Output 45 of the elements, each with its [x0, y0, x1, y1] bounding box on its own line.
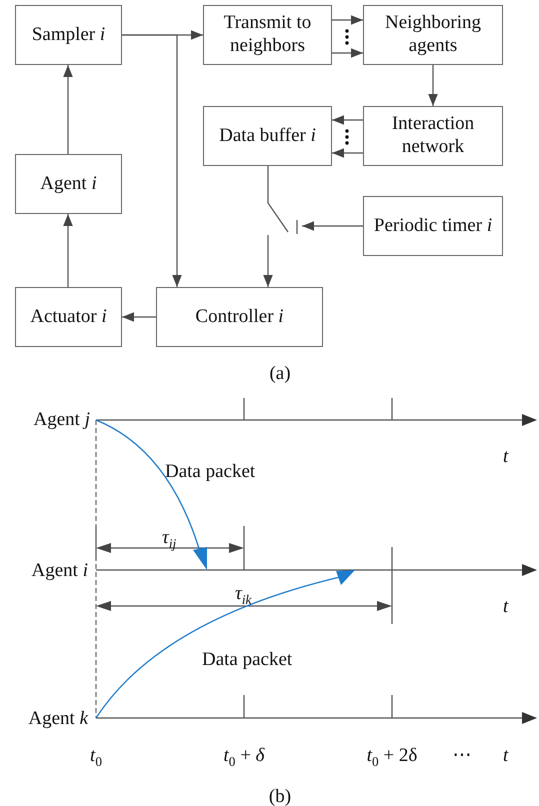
box-label: Actuator i [30, 306, 107, 328]
axis-label: Agent j [34, 410, 90, 429]
arrow [428, 65, 438, 106]
process-box [363, 196, 503, 256]
arrow [263, 235, 273, 287]
arrow [302, 221, 363, 231]
process-box [363, 106, 503, 166]
box-label: Interaction network [390, 113, 476, 159]
axis-label: τ$_{ij}$ [162, 528, 176, 550]
box-label: Data buffer i [219, 124, 316, 148]
process-box [156, 287, 323, 347]
process-box [203, 106, 332, 166]
axis-label: t$_{0}$ [90, 746, 102, 768]
axis-label: t$_{0}$ + δ [224, 746, 264, 768]
arrow [122, 312, 156, 322]
process-box [203, 5, 332, 65]
axis-label: t [503, 746, 508, 765]
axis-label: τ$_{ik}$ [235, 584, 252, 606]
arrow [332, 115, 363, 125]
box-label: Transmit to neighbors [222, 12, 312, 58]
axis-label: ⋯ [452, 746, 472, 765]
box-label: Neighboring agents [384, 12, 482, 58]
arrow [332, 48, 363, 58]
arrow [63, 214, 73, 287]
process-box [15, 287, 122, 347]
arrow [122, 34, 182, 287]
axis-label: (a) [269, 364, 291, 383]
process-box [363, 5, 503, 65]
arrow [63, 65, 73, 154]
axis-label: Agent k [28, 709, 88, 728]
axis-label: Data packet [165, 462, 256, 481]
box-label: Periodic timer i [374, 214, 492, 238]
process-box [15, 154, 122, 214]
process-box [15, 5, 122, 65]
box-label: Agent i [40, 172, 97, 196]
axis-label: (b) [268, 787, 292, 806]
box-label: Controller i [195, 306, 284, 328]
arrow [332, 15, 363, 25]
axis-label: t [503, 447, 508, 466]
arrow [332, 148, 363, 158]
axis-label: Agent i [32, 561, 88, 580]
axis-label: Data packet [202, 650, 292, 669]
axis-label: t [503, 597, 508, 616]
box-label: Sampler i [32, 24, 106, 46]
axis-label: t$_{0}$ + 2δ [366, 746, 418, 768]
